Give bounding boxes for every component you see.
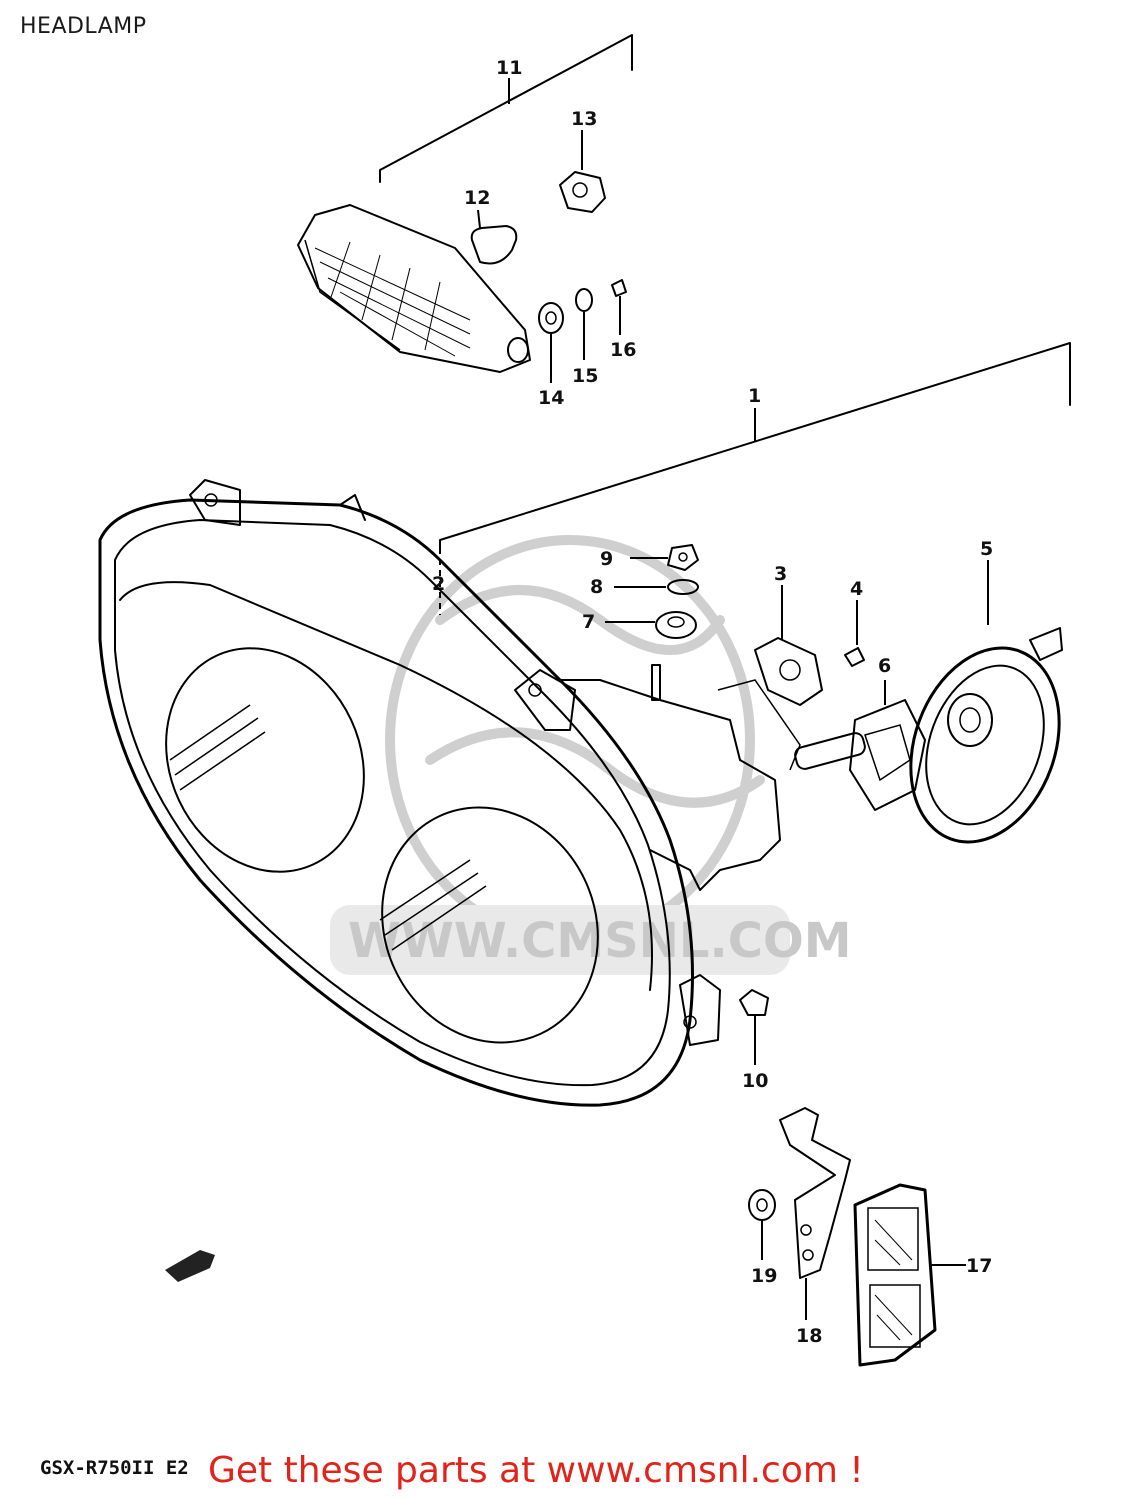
callout-8: 8 <box>590 576 603 598</box>
callout-16: 16 <box>610 339 636 361</box>
watermark-text: WWW.CMSNL.COM <box>348 913 852 969</box>
screw-10 <box>739 989 769 1016</box>
grommet-7 <box>655 611 697 639</box>
screw-10-group: 10 <box>739 989 769 1092</box>
shop-link[interactable]: Get these parts at www.cmsnl.com ! <box>208 1450 864 1491</box>
bracket-18 <box>779 1107 851 1279</box>
front-arrow-icon <box>165 1250 215 1282</box>
screw-4 <box>844 647 865 667</box>
callout-6: 6 <box>878 655 891 677</box>
washer-15 <box>575 288 593 312</box>
callout-7: 7 <box>582 611 595 633</box>
grommet-14 <box>538 302 564 334</box>
bulb-holder-3 <box>754 637 823 706</box>
headlamp-bulb-group: 6 <box>794 655 926 811</box>
nut-19 <box>748 1189 776 1221</box>
screw-16 <box>611 279 627 297</box>
turn-signal-lens <box>297 204 531 373</box>
callout-14: 14 <box>538 387 564 409</box>
watermark-logo: WWW.CMSNL.COM <box>330 535 852 975</box>
bracket-11 <box>379 34 633 183</box>
nut-9 <box>667 544 699 571</box>
callout-19: 19 <box>751 1265 777 1287</box>
callout-4: 4 <box>850 578 863 600</box>
page-title: HEADLAMP <box>20 14 147 39</box>
turn-signal-assembly: 11 12 13 <box>297 34 636 409</box>
callout-15: 15 <box>572 365 598 387</box>
callout-2: 2 <box>432 573 445 595</box>
dust-cover-group: 5 <box>909 538 1063 844</box>
callout-1: 1 <box>748 385 761 407</box>
callout-13: 13 <box>571 108 597 130</box>
washer-8 <box>667 579 699 595</box>
bulb-12 <box>470 225 518 265</box>
callout-12: 12 <box>464 187 490 209</box>
callout-18: 18 <box>796 1325 822 1347</box>
reflector-17 <box>853 1183 937 1367</box>
callout-17: 17 <box>966 1255 992 1277</box>
socket-13 <box>559 171 606 213</box>
headlamp-assembly-bracket: 1 2 <box>432 342 1071 615</box>
callout-5: 5 <box>980 538 993 560</box>
callout-3: 3 <box>774 563 787 585</box>
headlamp-housing <box>98 479 781 1107</box>
fastener-stack: 9 8 7 <box>582 544 699 701</box>
model-code: GSX-R750II E2 <box>40 1457 189 1479</box>
callout-10: 10 <box>742 1070 768 1092</box>
callout-9: 9 <box>600 548 613 570</box>
bulb-6 <box>794 732 866 770</box>
reflector-bracket-group: 18 19 17 <box>748 1107 992 1367</box>
callout-11: 11 <box>496 57 522 79</box>
dust-cover-5 <box>909 646 1061 844</box>
